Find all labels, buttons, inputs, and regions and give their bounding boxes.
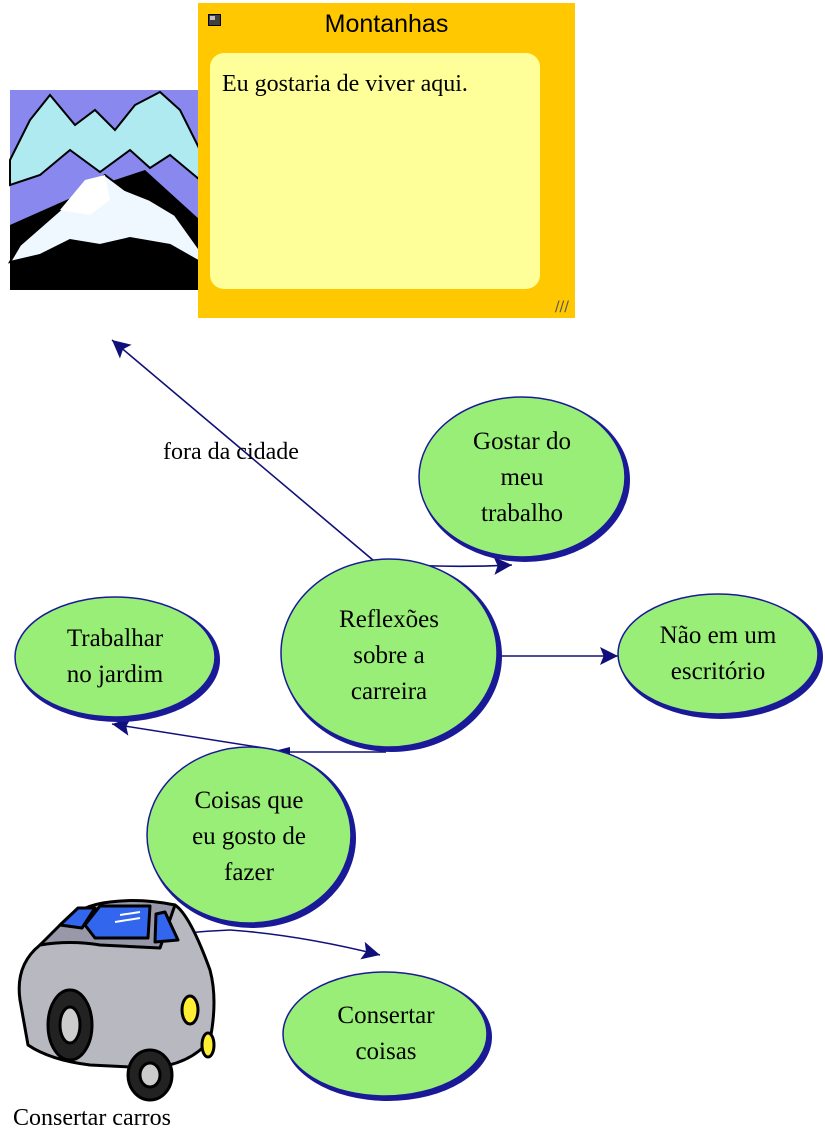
- node-nao-escritorio[interactable]: Não em um escritório: [630, 614, 806, 694]
- link-fora-da-cidade: [111, 339, 381, 567]
- node-reflexoes-line-1: Reflexões: [339, 605, 439, 633]
- node-consertar-coisas[interactable]: Consertar coisas: [298, 994, 474, 1074]
- node-trabalhar-jardim[interactable]: Trabalhar no jardim: [27, 617, 203, 697]
- node-reflexoes-line-2: sobre a: [353, 641, 425, 669]
- node-consertar-line-1: Consertar: [337, 1002, 435, 1029]
- node-reflexoes[interactable]: Reflexões sobre a carreira: [296, 598, 482, 713]
- link-to-consertar: [229, 929, 381, 960]
- car-caption: Consertar carros: [13, 1105, 171, 1131]
- resize-handle-icon[interactable]: ///: [554, 299, 569, 315]
- node-shapes: [14, 396, 823, 1101]
- link-to-jardim: [111, 717, 271, 750]
- link-label-fora-da-cidade: fora da cidade: [163, 439, 299, 465]
- node-coisas-line-2: eu gosto de: [192, 822, 306, 850]
- node-gostar-line-3: trabalho: [481, 499, 563, 527]
- note-title: Montanhas: [324, 10, 449, 38]
- node-gostar[interactable]: Gostar do meu trabalho: [437, 415, 607, 540]
- car-clipart[interactable]: [17, 899, 216, 1102]
- note-window-icon[interactable]: [208, 14, 221, 26]
- node-consertar-line-2: coisas: [355, 1038, 417, 1065]
- node-nao-escritorio-line-1: Não em um: [659, 622, 777, 649]
- node-coisas-line-1: Coisas que: [194, 786, 304, 814]
- node-gostar-line-1: Gostar do: [473, 427, 571, 455]
- mountain-clipart[interactable]: [7, 90, 201, 290]
- node-gostar-line-2: meu: [500, 463, 544, 491]
- node-coisas-line-3: fazer: [224, 858, 274, 886]
- node-coisas-gosto[interactable]: Coisas que eu gosto de fazer: [160, 779, 338, 894]
- node-jardim-line-2: no jardim: [66, 661, 164, 688]
- node-reflexoes-line-3: carreira: [350, 677, 428, 705]
- sticky-note[interactable]: Montanhas Eu gostaria de viver aqui. ///: [198, 3, 575, 318]
- node-nao-escritorio-line-2: escritório: [670, 658, 766, 685]
- note-body[interactable]: Eu gostaria de viver aqui.: [210, 53, 540, 289]
- node-jardim-line-1: Trabalhar: [66, 625, 164, 652]
